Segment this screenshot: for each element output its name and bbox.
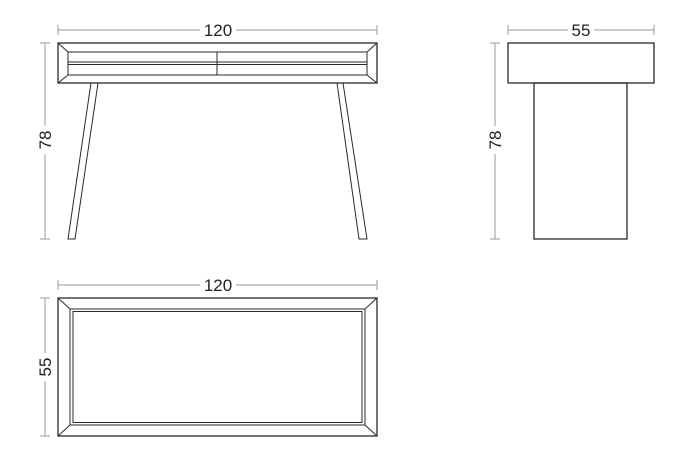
side-depth-dimension: 55 — [507, 21, 655, 40]
desk-top-side — [507, 42, 655, 84]
front-height-dimension: 78 — [36, 42, 55, 240]
top-width-dimension: 120 — [57, 276, 378, 295]
side-view: 55 78 — [486, 21, 655, 240]
side-height-label: 78 — [486, 131, 505, 150]
pedestal-side — [533, 82, 628, 240]
side-depth-label: 55 — [572, 21, 591, 40]
front-height-label: 78 — [36, 131, 55, 150]
front-view: 120 78 — [36, 21, 378, 240]
left-leg — [67, 82, 99, 240]
top-depth-label: 55 — [36, 358, 55, 377]
desk-top-plan — [57, 297, 378, 437]
top-depth-dimension: 55 — [36, 297, 55, 437]
side-height-dimension: 78 — [486, 42, 505, 240]
front-width-dimension: 120 — [57, 21, 378, 40]
front-width-label: 120 — [204, 21, 232, 40]
right-leg — [336, 82, 368, 240]
top-view: 120 55 — [36, 276, 378, 437]
top-width-label: 120 — [204, 276, 232, 295]
desk-top-front — [57, 42, 378, 84]
